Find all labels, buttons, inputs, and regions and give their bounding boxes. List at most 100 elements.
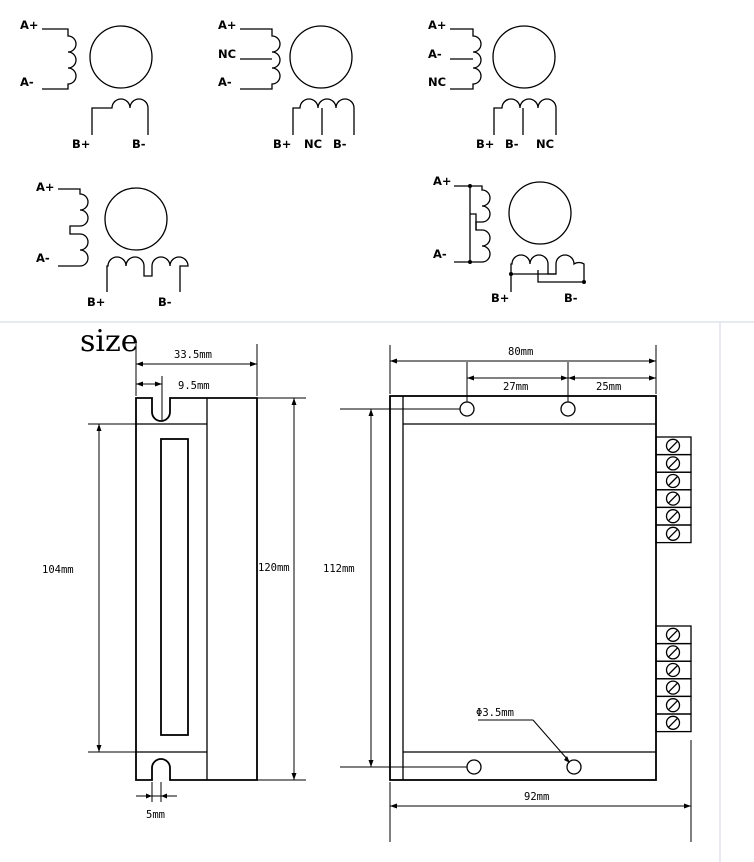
terminal-label: A+ <box>218 18 237 32</box>
junction-dot <box>468 260 472 264</box>
dim-hole-spacing: 27mm <box>503 381 528 393</box>
junction-dot <box>468 184 472 188</box>
terminal-label: NC <box>428 75 446 89</box>
terminal-screw-icon <box>665 509 681 524</box>
dim-hole-dia: Φ3.5mm <box>476 707 514 719</box>
arrowhead <box>467 375 656 381</box>
arrowhead <box>146 793 167 799</box>
screw-slot <box>668 700 678 711</box>
dim-height: 112mm <box>323 563 355 575</box>
mounting-hole <box>566 759 582 775</box>
terminal-label: A+ <box>433 174 452 188</box>
size-title: size <box>80 324 139 359</box>
heatsink-slot <box>160 438 189 736</box>
dim-total-height: 120mm <box>258 562 290 574</box>
dim-slot-offset: 9.5mm <box>178 380 210 392</box>
side-view: 33.5mm 9.5mm 104mm 120mm 5mm <box>42 344 306 821</box>
terminal-label: A+ <box>428 18 447 32</box>
side-body-outline <box>135 397 258 781</box>
rotor-circle <box>289 25 353 89</box>
coil-a <box>454 185 491 263</box>
wiring-diagram-2: A+ NC A- B+ NC B- <box>218 18 355 151</box>
leader-line <box>532 719 569 761</box>
screw-slot <box>668 440 678 451</box>
terminal-label: A+ <box>36 180 55 194</box>
terminal-block-top <box>655 436 692 544</box>
terminal-screw-icon <box>665 627 681 642</box>
terminal-label: B+ <box>476 137 494 151</box>
wiring-diagram-5: A+ A- B+ B- <box>433 174 586 305</box>
dim-width: 80mm <box>508 346 533 358</box>
terminal-label: A- <box>428 47 442 61</box>
terminal-screw-icon <box>665 456 681 471</box>
wiring-diagram-4: A+ A- B+ B- <box>36 180 189 309</box>
coil-a <box>240 28 281 90</box>
terminal-label: NC <box>218 47 236 61</box>
terminal-label: A- <box>36 251 50 265</box>
dim-slot-width: 5mm <box>146 809 165 821</box>
terminal-screw-icon <box>665 680 681 695</box>
coil-b <box>510 254 585 292</box>
junction-dot <box>509 272 513 276</box>
arrowhead <box>564 756 570 763</box>
terminal-label: B+ <box>87 295 105 309</box>
coil-b <box>106 256 189 292</box>
terminal-label: B- <box>333 137 347 151</box>
front-view: 80mm 27mm 25mm 112mm Φ3.5mm 9 <box>323 345 692 842</box>
rotor-circle <box>89 25 153 89</box>
parallel-link <box>470 213 477 230</box>
coil-b <box>292 98 355 135</box>
coil-a <box>58 188 89 267</box>
terminal-cell <box>655 524 692 544</box>
coil-b <box>91 98 149 135</box>
coil-a <box>450 28 482 90</box>
screw-slot <box>668 476 678 486</box>
terminal-label: A- <box>20 75 34 89</box>
terminal-label: B+ <box>273 137 291 151</box>
terminal-label: B+ <box>491 291 509 305</box>
mounting-hole <box>466 759 482 775</box>
terminal-label: B- <box>132 137 146 151</box>
terminal-screw-icon <box>665 526 681 541</box>
terminal-cell <box>655 713 692 733</box>
terminal-label: A- <box>218 75 232 89</box>
screw-slot <box>668 629 678 640</box>
terminal-label: A+ <box>20 18 39 32</box>
rotor-circle <box>508 181 572 245</box>
rotor-circle <box>492 25 556 89</box>
terminal-label: B+ <box>72 137 90 151</box>
dim-width: 33.5mm <box>174 349 212 361</box>
screw-slot <box>668 665 678 675</box>
terminal-label: B- <box>158 295 172 309</box>
wiring-diagram-3: A+ A- NC B+ B- NC <box>428 18 557 151</box>
screw-slot <box>668 647 678 658</box>
screw-slot <box>668 511 678 522</box>
rotor-circle <box>104 187 168 251</box>
screw-slot <box>668 493 678 504</box>
screw-slot <box>668 528 678 539</box>
screw-slot <box>668 682 678 693</box>
screw-slot <box>668 458 678 469</box>
coil-a <box>42 28 77 90</box>
screw-slot <box>668 717 678 728</box>
mounting-hole <box>560 401 576 417</box>
front-body-outline <box>389 395 657 781</box>
terminal-label: NC <box>536 137 554 151</box>
terminal-screw-icon <box>665 698 681 713</box>
wiring-diagram-1: A+ A- B+ B- <box>20 18 153 151</box>
terminal-label: B- <box>505 137 519 151</box>
terminal-screw-icon <box>665 662 681 678</box>
terminal-screw-icon <box>665 473 681 489</box>
terminal-block-bottom <box>655 625 692 733</box>
mounting-hole <box>459 401 475 417</box>
dim-hole-edge: 25mm <box>596 381 621 393</box>
dim-total-width: 92mm <box>524 791 549 803</box>
arrowhead <box>136 381 162 387</box>
terminal-screw-icon <box>665 645 681 660</box>
terminal-screw-icon <box>665 438 681 453</box>
terminal-screw-icon <box>665 715 681 730</box>
terminal-label: NC <box>304 137 322 151</box>
terminal-screw-icon <box>665 491 681 506</box>
